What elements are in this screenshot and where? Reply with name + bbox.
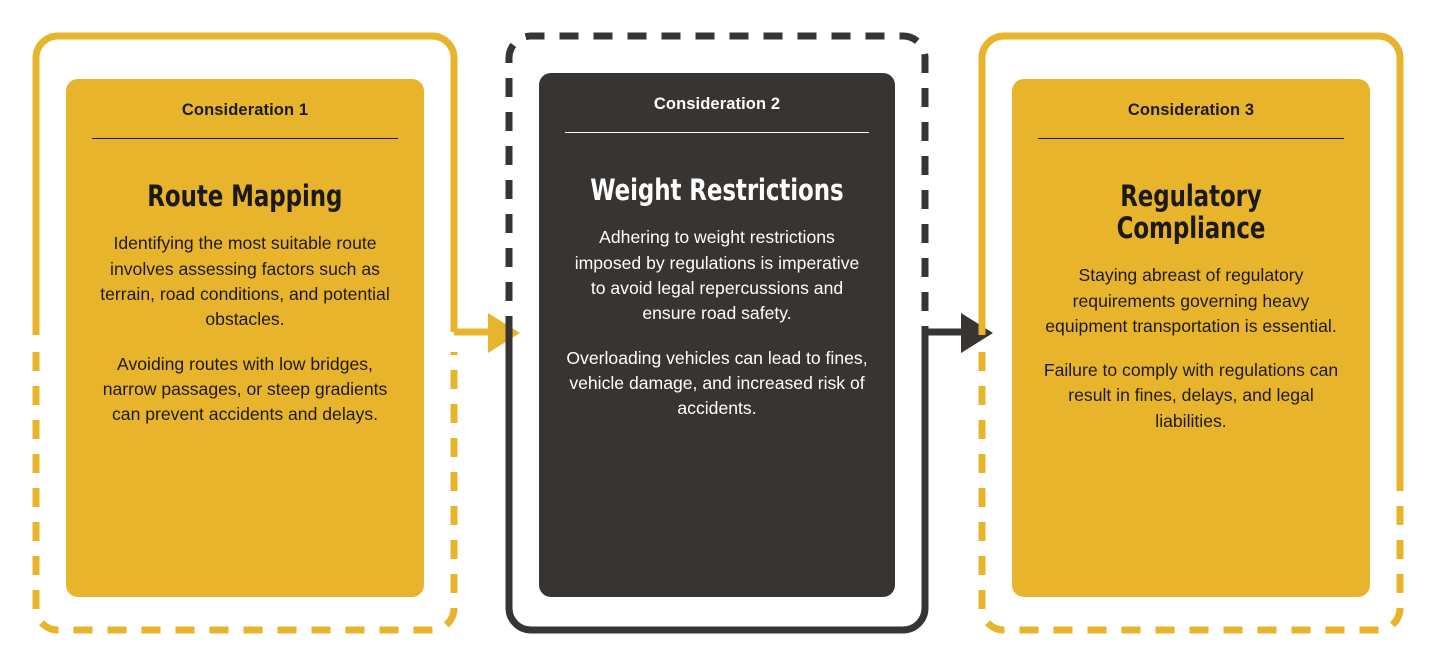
card-1-title: Route Mapping [147, 179, 343, 214]
card-1-paragraph-1: Identifying the most suitable route invo… [100, 233, 390, 330]
card-3-title: Regulatory Compliance [1116, 179, 1266, 246]
arrow-card2-to-card3-head [961, 313, 993, 353]
card-2-paragraph-2: Overloading vehicles can lead to fines, … [566, 347, 868, 419]
card-3-body: Staying abreast of regulatory requiremen… [1038, 263, 1344, 434]
card-2-title: Weight Restrictions [590, 173, 844, 208]
card-3-paragraph-2: Failure to comply with regulations can r… [1043, 360, 1339, 431]
card-2-body: Adhering to weight restrictions imposed … [565, 225, 869, 421]
card-2-eyebrow: Consideration 2 [653, 95, 781, 113]
consideration-card-3[interactable]: Consideration 3 Regulatory Compliance St… [1012, 79, 1370, 597]
card-2-divider [565, 131, 869, 134]
arrow-card1-to-card2-head [488, 313, 520, 353]
card-1-divider [92, 137, 398, 140]
card-3-eyebrow: Consideration 3 [1127, 101, 1255, 119]
card-3-divider [1038, 137, 1344, 140]
card-3-paragraph-1: Staying abreast of regulatory requiremen… [1045, 265, 1337, 336]
card-2-paragraph-1: Adhering to weight restrictions imposed … [574, 227, 860, 324]
card-1-body: Identifying the most suitable route invo… [92, 231, 398, 427]
card-1-paragraph-2: Avoiding routes with low bridges, narrow… [102, 353, 388, 425]
consideration-card-2[interactable]: Consideration 2 Weight Restrictions Adhe… [539, 73, 895, 597]
consideration-card-1[interactable]: Consideration 1 Route Mapping Identifyin… [66, 79, 424, 597]
card-1-eyebrow: Consideration 1 [181, 101, 309, 119]
